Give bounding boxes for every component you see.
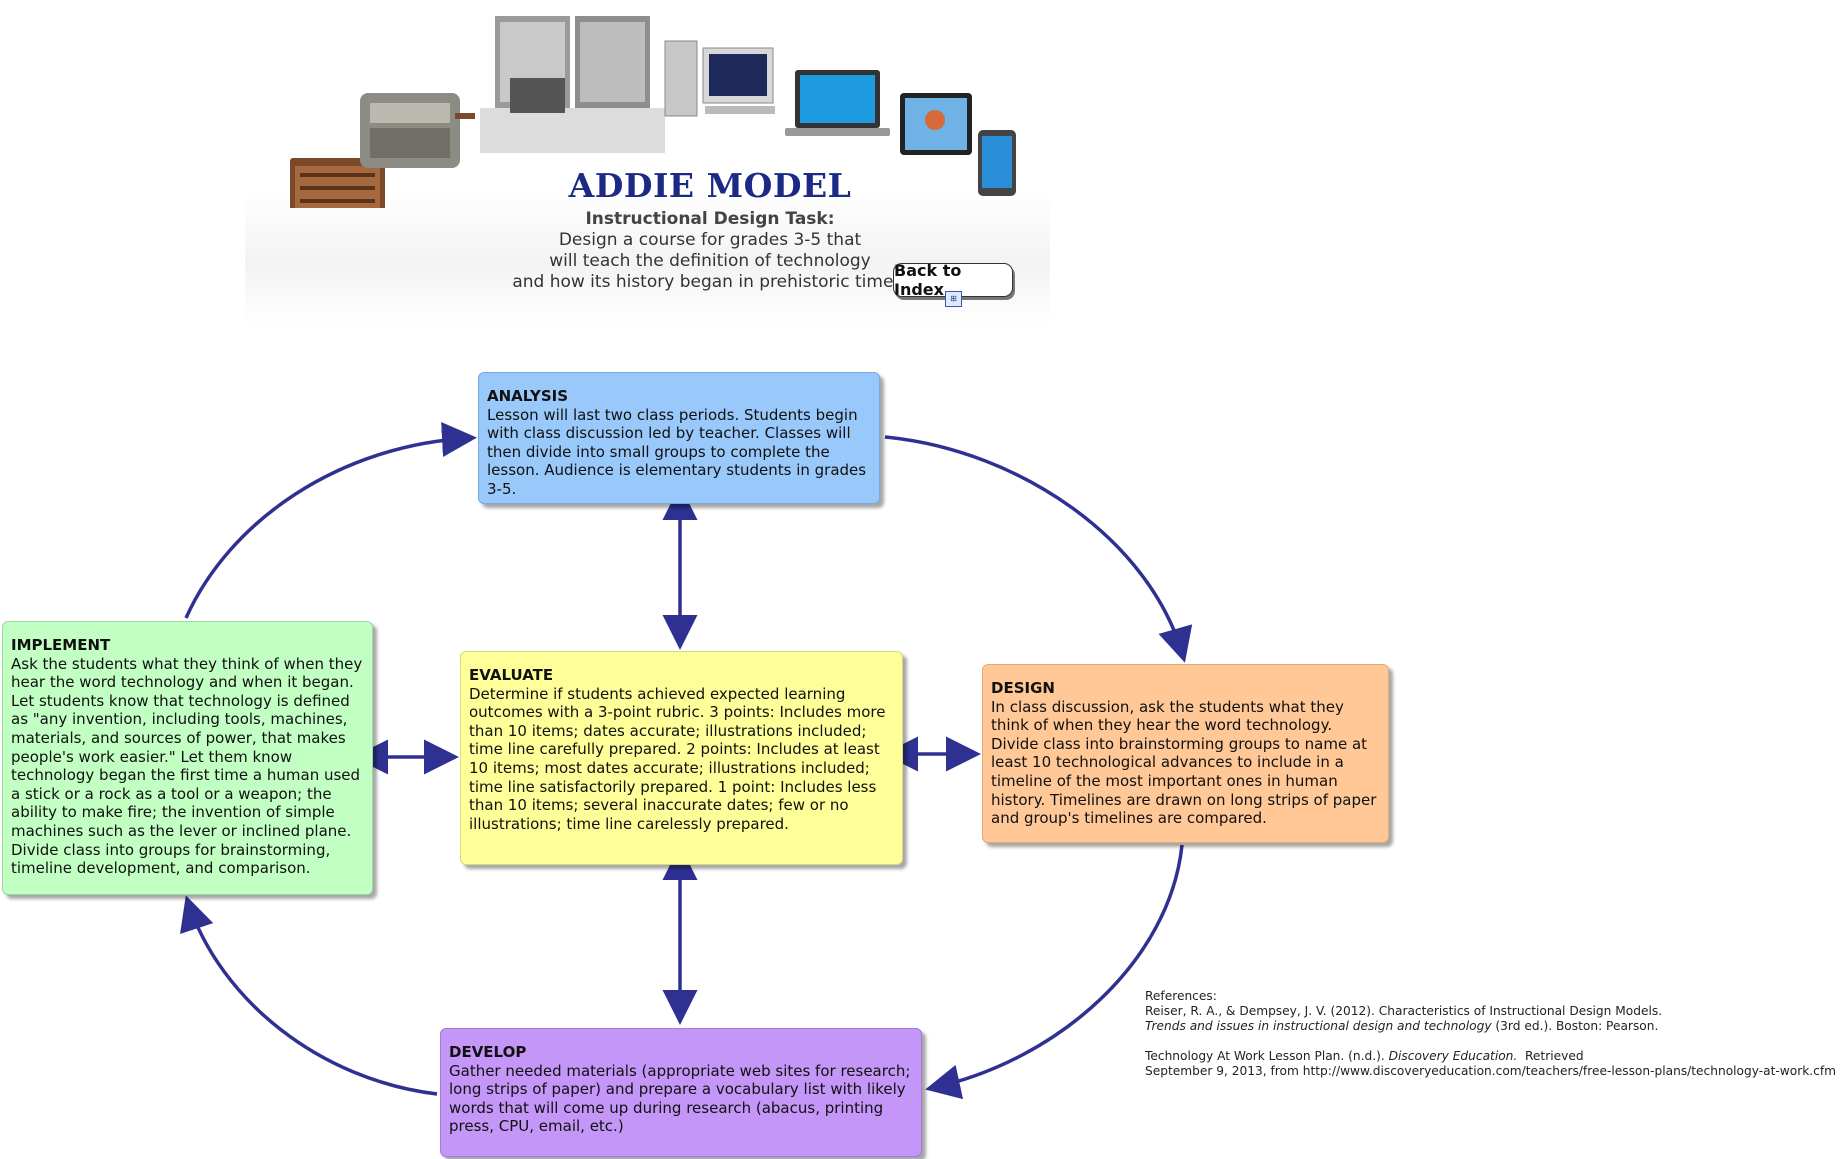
reference-2-source: Discovery Education. [1388, 1049, 1518, 1063]
evaluate-box: EVALUATE Determine if students achieved … [460, 651, 903, 865]
task-subtitle: Instructional Design Task: [585, 209, 835, 229]
task-description: Design a course for grades 3-5 that will… [512, 230, 908, 292]
arrow-analysis-to-design [884, 435, 1193, 663]
arrow-implement-to-analysis [184, 422, 477, 619]
design-text: In class discussion, ask the students wh… [991, 697, 1377, 828]
mainframe-computer-icon [480, 16, 665, 153]
reference-1-title: Trends and issues in instructional desig… [1145, 1019, 1492, 1033]
evaluate-text: Determine if students achieved expected … [469, 684, 886, 833]
analysis-box: ANALYSIS Lesson will last two class peri… [478, 372, 880, 504]
reference-2-prefix: Technology At Work Lesson Plan. (n.d.). [1145, 1049, 1389, 1063]
analysis-text: Lesson will last two class periods. Stud… [487, 405, 867, 498]
analysis-label: ANALYSIS [487, 387, 569, 405]
develop-text: Gather needed materials (appropriate web… [449, 1061, 911, 1136]
smartphone-icon [978, 130, 1016, 196]
reference-2-line-1: Technology At Work Lesson Plan. (n.d.). … [1145, 1049, 1845, 1064]
references-block: References: Reiser, R. A., & Dempsey, J.… [1145, 989, 1845, 1079]
develop-box: DEVELOP Gather needed materials (appropr… [440, 1028, 922, 1157]
arrow-develop-to-implement [180, 895, 438, 1096]
reference-2-retrieved: Retrieved [1517, 1049, 1584, 1063]
reference-2-line-2: September 9, 2013, from http://www.disco… [1145, 1064, 1837, 1078]
arrow-design-to-develop [925, 844, 1184, 1100]
develop-label: DEVELOP [449, 1043, 527, 1061]
tablet-icon [900, 93, 972, 155]
design-box: DESIGN In class discussion, ask the stud… [982, 664, 1389, 843]
link-icon[interactable]: ⊞ [945, 291, 962, 307]
implement-text: Ask the students what they think of when… [11, 654, 363, 878]
implement-label: IMPLEMENT [11, 636, 111, 654]
design-label: DESIGN [991, 679, 1055, 697]
references-heading: References: [1145, 989, 1217, 1003]
reference-1-rest: (3rd ed.). Boston: Pearson. [1491, 1019, 1659, 1033]
reference-1-line-2: Trends and issues in instructional desig… [1145, 1019, 1845, 1034]
desktop-computer-icon [664, 40, 775, 117]
adding-machine-icon [360, 93, 475, 168]
implement-box: IMPLEMENT Ask the students what they thi… [2, 621, 373, 895]
page-title: ADDIE MODEL [568, 166, 852, 205]
laptop-icon [785, 70, 890, 136]
reference-1-line-1: Reiser, R. A., & Dempsey, J. V. (2012). … [1145, 1004, 1663, 1018]
technology-history-illustration [290, 16, 1016, 238]
header-text-block: ADDIE MODEL Instructional Design Task: D… [430, 166, 990, 293]
header-banner [245, 8, 1050, 326]
evaluate-label: EVALUATE [469, 666, 554, 684]
